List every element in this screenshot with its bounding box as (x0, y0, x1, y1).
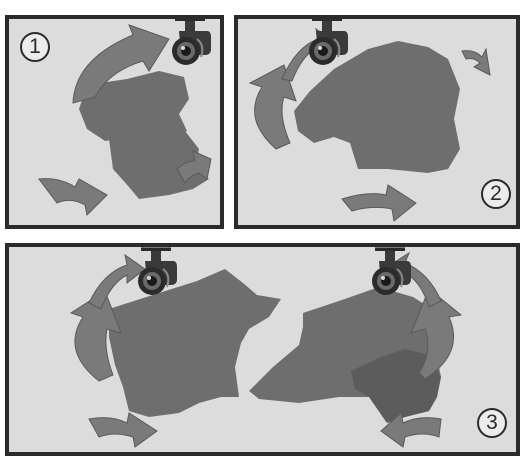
pan-arrow-left-upper (88, 253, 146, 310)
panel-2-scene (248, 27, 491, 222)
camera-icon (167, 15, 211, 67)
panel-3-scene (69, 251, 463, 448)
camera-icon-left (133, 243, 177, 297)
tilt-arrow-bottom-right (380, 412, 442, 448)
pan-arrow-left (69, 290, 122, 382)
tilt-arrow-bottom-left (88, 412, 158, 448)
tilt-arrow-bottom (38, 178, 108, 217)
area-shape (294, 41, 460, 173)
panel-1-scene (38, 24, 212, 217)
panel-1: 1 (5, 15, 224, 229)
tilt-arrow-right (176, 150, 212, 184)
area-shape-upper (79, 71, 189, 141)
tilt-arrow-bottom (341, 184, 417, 222)
tilt-arrow-top-right (461, 47, 491, 76)
panel-number: 1 (20, 32, 50, 62)
camera-icon (304, 15, 348, 67)
panel-3: 3 (5, 243, 520, 456)
pan-arrow (72, 24, 170, 104)
area-shape-left (109, 269, 281, 417)
panel-number: 3 (477, 408, 507, 438)
camera-icon-right (367, 243, 411, 297)
area-shape-overlap (351, 349, 441, 423)
panel-number: 2 (481, 179, 511, 209)
pan-arrow (248, 64, 297, 150)
panel-2: 2 (234, 15, 520, 229)
